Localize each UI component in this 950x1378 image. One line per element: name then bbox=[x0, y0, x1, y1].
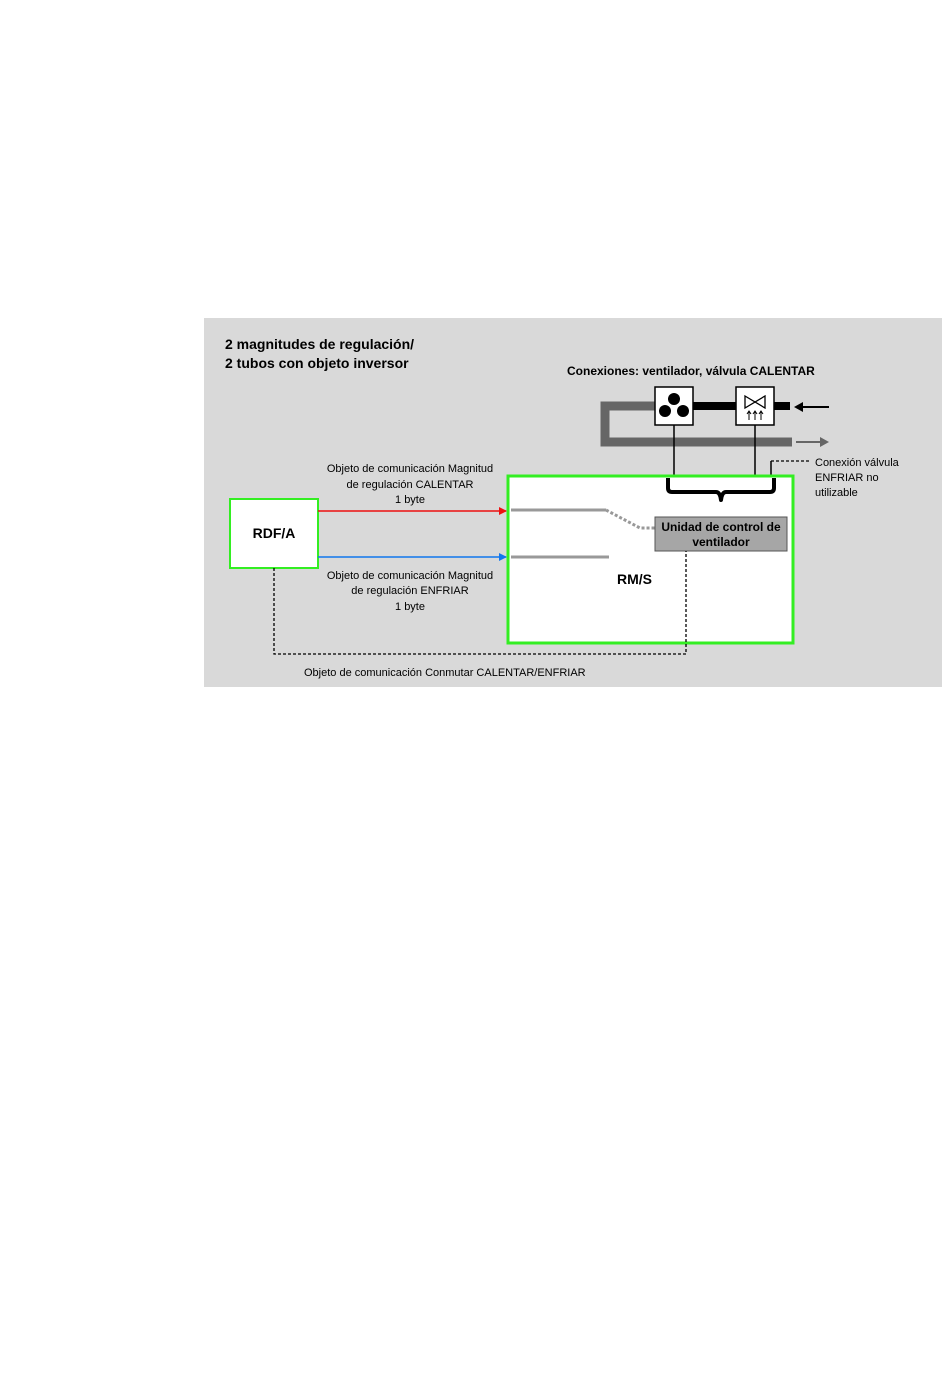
cool-valve-note-line3: utilizable bbox=[815, 487, 858, 499]
fan-control-unit-line2: ventilador bbox=[692, 535, 750, 549]
fan-icon bbox=[654, 386, 694, 426]
cool-valve-note-line2: ENFRIAR no bbox=[815, 472, 879, 484]
rdf-label: RDF/A bbox=[253, 525, 296, 541]
return-arrow-head bbox=[820, 437, 829, 447]
switch-object-dashed bbox=[273, 551, 687, 655]
cool-object-line1: Objeto de comunicación Magnitud bbox=[327, 570, 493, 582]
heat-switch-dashed bbox=[605, 508, 655, 530]
heat-object-line3: 1 byte bbox=[395, 494, 425, 506]
connector-brace bbox=[666, 478, 776, 502]
rdf-box bbox=[229, 498, 319, 569]
valve-heat-icon bbox=[735, 386, 775, 426]
cool-valve-note-line1: Conexión válvula bbox=[815, 457, 900, 469]
diagram-title-line2: 2 tubos con objeto inversor bbox=[225, 355, 409, 371]
cool-object-line2: de regulación ENFRIAR bbox=[351, 585, 468, 597]
heat-object-line1: Objeto de comunicación Magnitud bbox=[327, 463, 493, 475]
connections-label: Conexiones: ventilador, válvula CALENTAR bbox=[567, 364, 815, 378]
return-pipe bbox=[600, 401, 792, 447]
supply-arrow-head bbox=[794, 402, 803, 412]
cool-object-line3: 1 byte bbox=[395, 601, 425, 613]
switch-object-label: Objeto de comunicación Conmutar CALENTAR… bbox=[304, 667, 586, 679]
heat-object-line2: de regulación CALENTAR bbox=[347, 479, 474, 491]
diagram-title-line1: 2 magnitudes de regulación/ bbox=[225, 336, 414, 352]
fan-control-unit-line1: Unidad de control de bbox=[661, 520, 781, 534]
rms-label: RM/S bbox=[617, 571, 652, 587]
rms-box bbox=[506, 474, 795, 645]
fan-control-unit bbox=[654, 516, 788, 552]
